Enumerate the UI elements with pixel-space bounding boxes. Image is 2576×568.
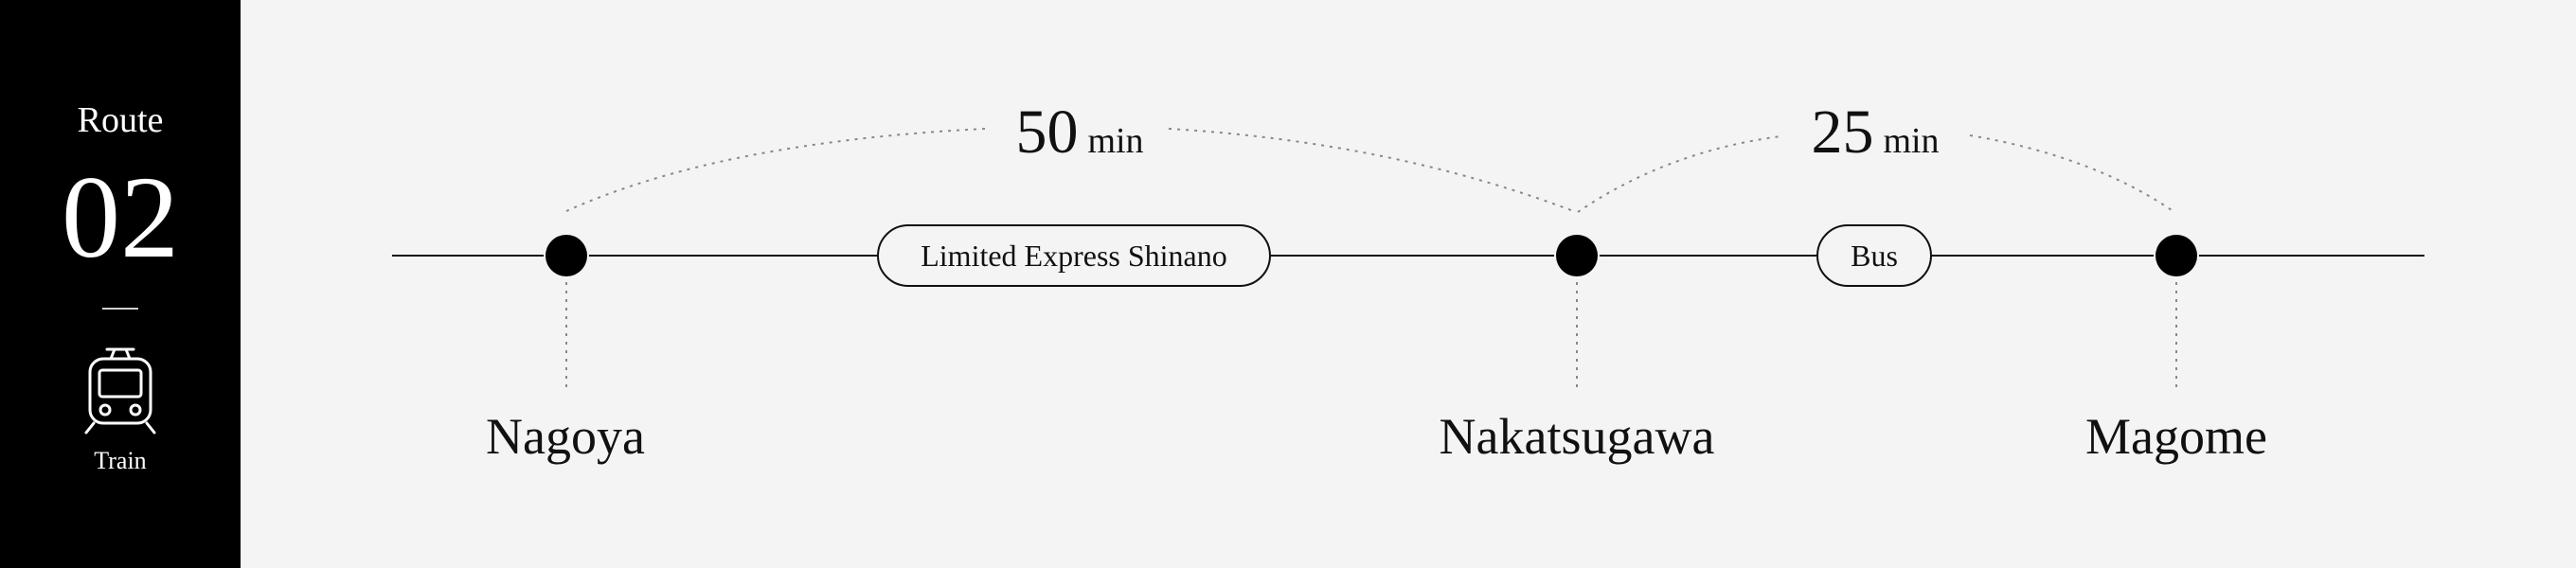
route-sidebar: Route 02 Train [0, 0, 241, 568]
duration-unit: min [1883, 121, 1940, 161]
duration-arc-2-right [1969, 134, 2175, 213]
duration-unit: min [1087, 121, 1144, 161]
transport-pill-express: Limited Express Shinano [877, 224, 1271, 287]
duration-arc-1-right [1168, 128, 1577, 213]
route-mode-label: Train [94, 447, 147, 474]
duration-label-1: 50 min [985, 95, 1174, 170]
sidebar-divider [102, 308, 138, 310]
route-label: Route [77, 100, 164, 140]
duration-value: 25 [1811, 98, 1874, 167]
station-dot-nakatsugawa [1556, 235, 1598, 276]
duration-arc-1-left [565, 128, 986, 212]
station-dot-magome [2156, 235, 2197, 276]
duration-arc-2-left [1577, 135, 1781, 213]
duration-label-2: 25 min [1780, 95, 1970, 170]
route-number: 02 [62, 152, 179, 282]
duration-value: 50 [1015, 98, 1079, 167]
station-name-magome: Magome [2085, 408, 2267, 465]
transport-pill-bus: Bus [1816, 224, 1932, 287]
train-icon [84, 347, 156, 435]
station-name-nakatsugawa: Nakatsugawa [1439, 408, 1715, 465]
station-name-nagoya: Nagoya [486, 408, 645, 465]
station-dot-nagoya [546, 235, 587, 276]
